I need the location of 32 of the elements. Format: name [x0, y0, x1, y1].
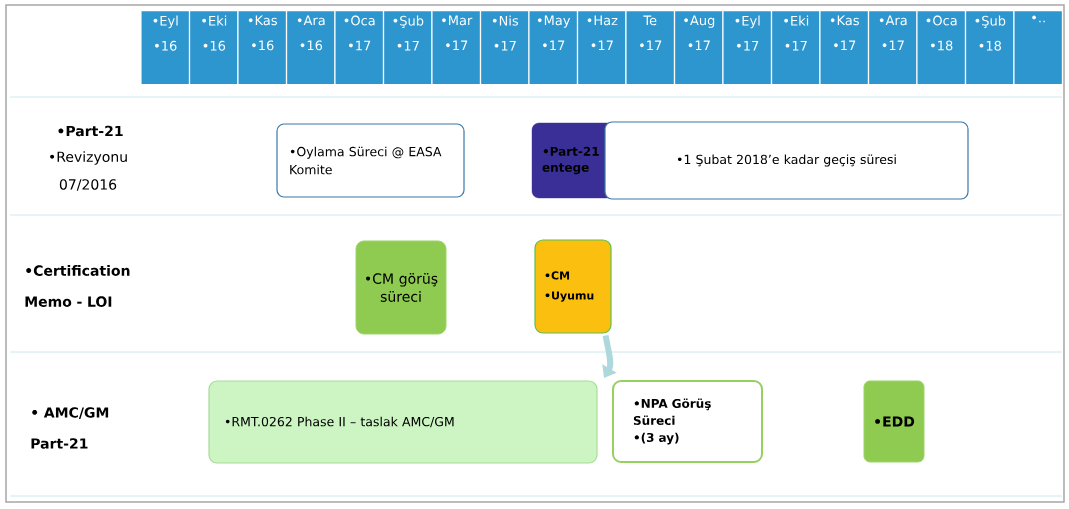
month-cell: •Aug •17 — [673, 10, 724, 86]
phase-box: •CM görüş süreci — [355, 240, 447, 335]
month-cell: •Eyl •17 — [722, 10, 773, 86]
row-label: •Part-21 — [58, 125, 123, 137]
phase-box: •1 Şubat 2018’e kadar geçiş süresi — [604, 121, 969, 200]
month-cell: •Haz •17 — [576, 10, 627, 86]
month-cell: •May •17 — [528, 10, 579, 86]
month-cell: •Ara •16 — [285, 10, 336, 86]
month-cell: •Oca •17 — [334, 10, 385, 86]
month-cell: •Eki •17 — [770, 10, 821, 86]
month-cell: •.. — [1013, 10, 1064, 86]
month-cell: •Eyl •16 — [140, 10, 191, 86]
month-cell: •Eki •16 — [188, 10, 239, 86]
month-cell: •Kas •17 — [819, 10, 870, 86]
curved-arrow — [602, 335, 617, 378]
row-label: •Certification Memo - LOI — [25, 265, 130, 307]
month-cell: •Nis •17 — [479, 10, 530, 86]
phase-box: •EDD — [863, 380, 925, 463]
phase-box: •NPA Görüş Süreci •(3 ay) — [612, 380, 763, 463]
month-cell: •Ara •17 — [867, 10, 918, 86]
row-label: 07/2016 — [59, 179, 117, 191]
row-label: • AMC/GM Part-21 — [31, 407, 109, 449]
phase-box: •CM •Uyumu — [534, 239, 612, 334]
phase-box: •RMT.0262 Phase II – taslak AMC/GM — [208, 380, 598, 464]
phase-box: •Oylama Süreci @ EASA Komite — [276, 123, 465, 198]
month-cell: •Şub •17 — [382, 10, 433, 86]
month-cell: •Kas •16 — [237, 10, 288, 86]
month-cell: •Oca •18 — [916, 10, 967, 86]
row-label: •Revizyonu — [50, 151, 127, 165]
month-cell: •Şub •18 — [964, 10, 1015, 86]
month-cell: •Mar •17 — [431, 10, 482, 86]
month-cell: Te •17 — [625, 10, 676, 86]
